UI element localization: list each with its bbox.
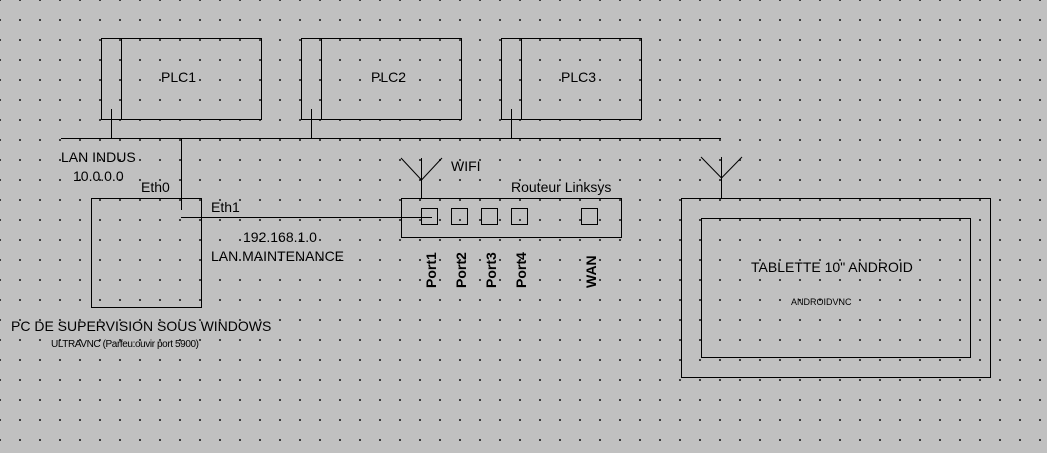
router-box xyxy=(401,198,622,238)
router-port1 xyxy=(421,208,438,225)
port4-label: Port4 xyxy=(513,252,529,288)
router-port3 xyxy=(481,208,498,225)
router-name: Routeur Linksys xyxy=(511,179,612,195)
plc3-label: PLC3 xyxy=(561,69,597,85)
plc2-box xyxy=(301,38,462,120)
router-port-wan xyxy=(581,208,598,225)
antenna-icon xyxy=(700,156,743,198)
router-port4 xyxy=(511,208,528,225)
plc3-box xyxy=(501,38,642,120)
pc-software: ULTRAVNC (Parfeu:ouvir port 5900) xyxy=(51,339,199,350)
tablet-screen xyxy=(701,218,971,358)
plc2-label: PLC2 xyxy=(371,69,407,85)
plc1-box xyxy=(101,38,262,120)
pc-box xyxy=(91,198,202,308)
tablet-outer-box xyxy=(681,198,991,378)
wan-label: WAN xyxy=(583,255,599,288)
port3-label: Port3 xyxy=(483,252,499,288)
eth0-label: Eth0 xyxy=(141,179,170,195)
tablet-software: ANDROIDVNC xyxy=(791,297,852,307)
tablet-title: TABLETTE 10" ANDROID xyxy=(751,259,913,275)
pc-title: PC DE SUPERVISION SOUS WINDOWS xyxy=(11,318,272,334)
port1-label: Port1 xyxy=(423,252,439,288)
lan-maintenance-name: LAN MAINTENANCE xyxy=(211,248,345,264)
lan-indus-address: 10.0.0.0 xyxy=(73,168,124,184)
plc1-label: PLC1 xyxy=(161,69,197,85)
wifi-label: WIFI xyxy=(451,158,481,174)
port2-label: Port2 xyxy=(453,252,469,288)
lan-indus-name: LAN INDUS xyxy=(61,149,136,165)
router-port2 xyxy=(451,208,468,225)
antenna-icon xyxy=(400,157,443,198)
eth1-label: Eth1 xyxy=(211,199,240,215)
lan-maintenance-address: 192.168.1.0 xyxy=(243,229,317,245)
